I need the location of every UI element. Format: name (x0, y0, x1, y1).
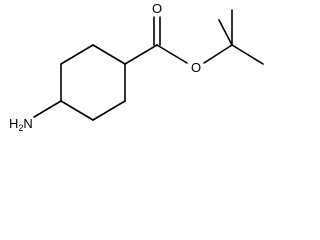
ring-bond-6 (60, 44, 94, 65)
ring-bond-1 (92, 44, 126, 65)
cyclohexane-ring (60, 44, 126, 121)
carbonyl-to-oxygen-bond (156, 44, 188, 64)
amine-label: H2N (9, 116, 33, 133)
amine-bond (33, 100, 62, 118)
molecule-structure-diagram: H2N O O (9, 1, 264, 133)
oxygen-to-quaternary-carbon-bond (203, 44, 233, 64)
tert-butyl-bond-left (218, 19, 233, 46)
tert-butyl-group (218, 9, 264, 65)
ring-bond-4 (60, 100, 94, 121)
ring-to-carbonyl-bond (124, 44, 158, 65)
tert-butyl-bond-right (231, 44, 264, 65)
carbonyl-oxygen-label: O (152, 1, 162, 16)
ring-bond-3 (92, 100, 126, 121)
ester-oxygen-label: O (191, 60, 201, 75)
